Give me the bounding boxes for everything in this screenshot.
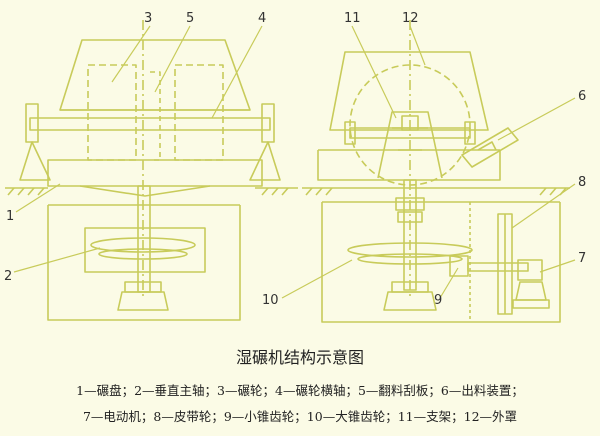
label-4: 4 (258, 11, 266, 26)
right-basin (317, 150, 501, 181)
right-small-bevel-9 (449, 255, 469, 277)
label-11: 11 (344, 11, 361, 26)
left-foundation (47, 205, 241, 321)
legend-line-2: 7—电动机；8—皮带轮；9—小锥齿轮；10—大锥齿轮；11—支架；12—外罩 (82, 409, 518, 424)
label-6: 6 (578, 89, 586, 104)
label-2: 2 (4, 269, 12, 284)
right-discharge-6 (461, 127, 519, 168)
label-3: 3 (144, 11, 152, 26)
right-big-bevel-10 (347, 242, 473, 258)
label-12: 12 (402, 11, 419, 26)
left-ground (5, 187, 298, 196)
left-bevel-gear (90, 237, 196, 253)
right-foundation (321, 202, 561, 323)
label-1: 1 (6, 209, 14, 224)
left-axle (29, 117, 271, 131)
label-9: 9 (434, 293, 442, 308)
leader-lines (13, 25, 576, 299)
right-motor-7 (517, 259, 543, 281)
label-7: 7 (578, 251, 586, 266)
label-5: 5 (186, 11, 194, 26)
right-ground (302, 187, 570, 196)
left-wheel-4 (174, 64, 224, 161)
right-view (302, 20, 570, 323)
caption-title: 湿碾机结构示意图 (235, 348, 364, 367)
label-10: 10 (262, 293, 279, 308)
left-pan-1 (47, 159, 263, 187)
right-frame-11 (377, 111, 443, 179)
label-8: 8 (578, 175, 586, 190)
right-hood-12 (329, 51, 489, 131)
left-wheel-3 (87, 64, 137, 161)
left-view (5, 20, 298, 321)
legend-line-1: 1—碾盘；2—垂直主轴；3—碾轮；4—碾轮横轴；5—翻料刮板；6—出料装置； (76, 383, 524, 398)
